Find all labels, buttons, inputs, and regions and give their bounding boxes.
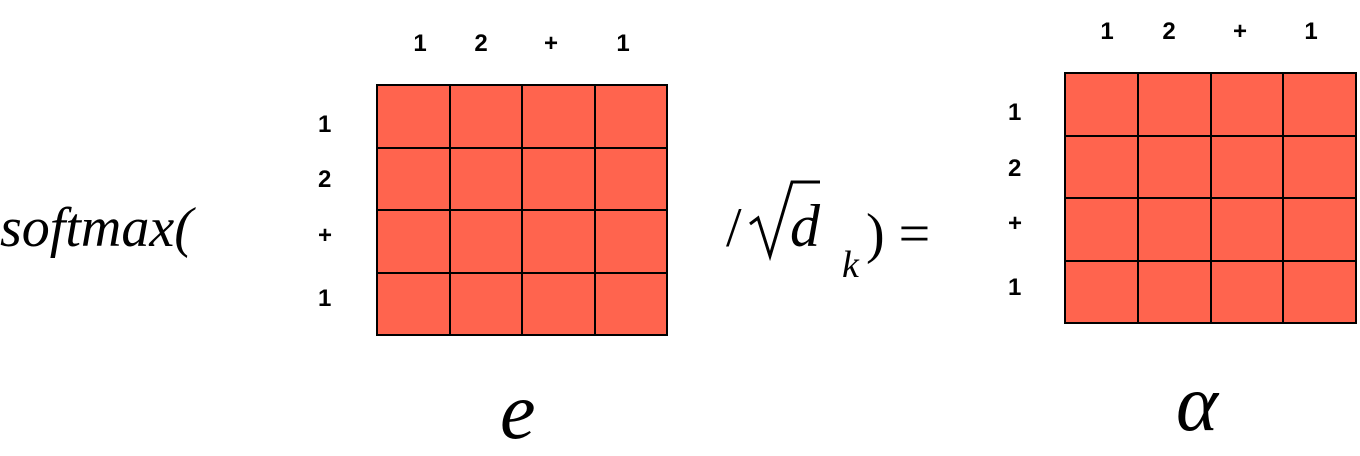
alpha-col-label: 2 [1162, 18, 1176, 45]
matrix-cell [1284, 199, 1355, 260]
matrix-cell [1211, 136, 1283, 197]
matrix-cell [378, 86, 449, 147]
matrix-cell [1211, 74, 1283, 135]
alpha-row-label: + [1008, 210, 1023, 237]
matrix-cell [1066, 199, 1137, 260]
matrix-alpha-grid [1064, 72, 1357, 324]
alpha-col-label: 1 [1100, 18, 1114, 45]
e-col-label: + [543, 30, 559, 57]
matrix-alpha-name: α [1176, 360, 1218, 448]
sqrt-icon [749, 180, 820, 262]
matrix-cell [1284, 74, 1355, 135]
matrix-cell [1211, 199, 1283, 260]
matrix-cell [1284, 261, 1355, 322]
k-subscript: k [842, 244, 859, 286]
e-col-label: 1 [616, 30, 630, 57]
softmax-label: softmax( [0, 200, 193, 256]
e-row-label: + [318, 222, 333, 249]
matrix-e-grid [376, 84, 668, 336]
matrix-cell [523, 211, 594, 272]
alpha-col-label: 1 [1304, 18, 1318, 45]
matrix-cell [1211, 261, 1283, 322]
matrix-cell [1138, 199, 1210, 260]
matrix-cell [1066, 261, 1137, 322]
alpha-row-label: 1 [1008, 274, 1022, 301]
matrix-cell [1284, 136, 1355, 197]
matrix-cell [378, 211, 449, 272]
matrix-cell [523, 86, 594, 147]
alpha-row-label: 2 [1008, 155, 1022, 182]
alpha-row-label: 1 [1008, 99, 1022, 126]
alpha-col-label: + [1232, 18, 1248, 45]
matrix-cell [450, 86, 521, 147]
matrix-cell [1138, 261, 1210, 322]
matrix-cell [450, 273, 521, 334]
e-row-label: 2 [318, 166, 332, 193]
e-row-label: 1 [318, 111, 332, 138]
matrix-cell [1138, 74, 1210, 135]
softmax-text: softmax( [0, 197, 193, 259]
divide-slash: / [726, 197, 742, 259]
matrix-cell [595, 86, 666, 147]
e-col-label: 1 [413, 30, 427, 57]
matrix-cell [1138, 136, 1210, 197]
matrix-cell [1066, 136, 1137, 197]
d-variable: d [790, 193, 820, 259]
matrix-cell [523, 148, 594, 209]
matrix-cell [1066, 74, 1137, 135]
matrix-cell [378, 273, 449, 334]
e-col-label: 2 [474, 30, 488, 57]
matrix-e-name: e [500, 368, 536, 456]
matrix-cell [523, 273, 594, 334]
e-row-label: 1 [318, 285, 332, 312]
matrix-cell [378, 148, 449, 209]
matrix-cell [595, 148, 666, 209]
matrix-cell [450, 211, 521, 272]
close-paren-equals: ) = [866, 203, 931, 265]
matrix-cell [595, 211, 666, 272]
matrix-cell [450, 148, 521, 209]
matrix-cell [595, 273, 666, 334]
